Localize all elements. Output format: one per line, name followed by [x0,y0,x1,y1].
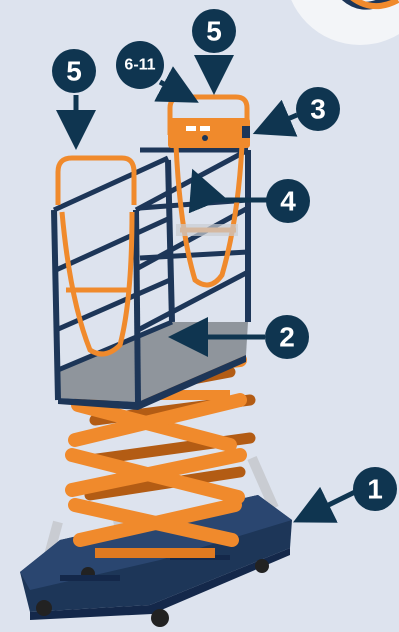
callout-5-right: 5 [192,9,236,53]
callout-label: 3 [310,94,326,125]
callout-1: 1 [353,467,397,511]
callout-3: 3 [296,87,340,131]
callout-label: 2 [279,322,295,353]
arrow-4 [196,178,268,200]
callout-5-left: 5 [52,49,96,93]
callout-label: 6-11 [124,57,155,74]
callout-label: 5 [66,56,82,87]
callout-6-11: 6-11 [116,41,164,89]
callout-label: 4 [280,186,296,217]
callout-4: 4 [266,179,310,223]
callout-2: 2 [265,315,309,359]
logo-fragment [285,0,399,45]
control-box [168,118,250,148]
callout-label: 1 [367,474,383,505]
arrow-3 [262,115,297,130]
platform [54,97,250,410]
arrow-1 [302,492,355,518]
callout-label: 5 [206,16,222,47]
